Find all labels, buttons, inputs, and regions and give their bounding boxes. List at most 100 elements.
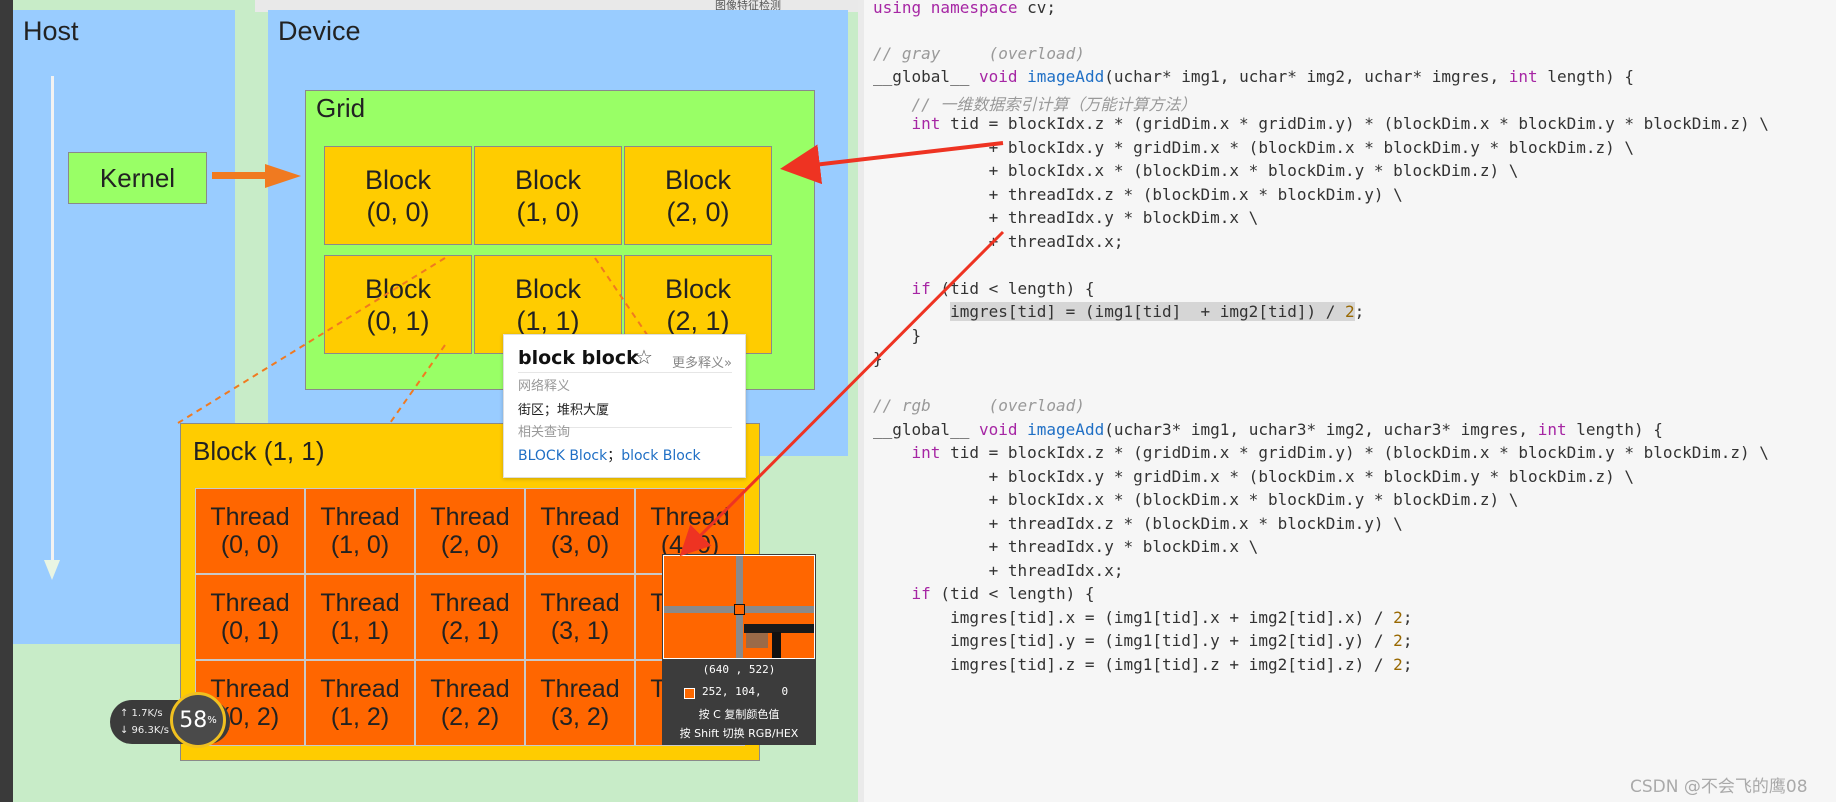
device-label: Device: [278, 16, 361, 46]
thread-0-1: Thread(0, 1): [195, 574, 305, 660]
code-line: // gray (overload): [873, 44, 1085, 63]
code-line: if (tid < length) {: [911, 584, 1095, 603]
thread-label: Thread: [320, 675, 400, 703]
thread-label: Thread: [210, 503, 290, 531]
top-strip-text: 图像特征检测: [715, 0, 781, 12]
star-icon[interactable]: ☆: [635, 345, 653, 369]
code-line: __global__ void imageAdd(uchar* img1, uc…: [873, 67, 1635, 86]
thread-coord: (1, 2): [330, 703, 390, 731]
zoom-line-mid: [389, 344, 446, 424]
dict-definition: 街区；堆积大厦: [518, 403, 610, 418]
usage-percent: 58: [179, 707, 208, 733]
code-line: imgres[tid].y = (img1[tid].y + img2[tid]…: [873, 631, 1413, 650]
code-line: + blockIdx.y * gridDim.x * (blockDim.x *…: [873, 467, 1634, 486]
code-line: __global__ void imageAdd(uchar3* img1, u…: [873, 420, 1663, 439]
block-0-0: Block(0, 0): [324, 146, 472, 245]
web-definition-heading: 网络释义: [518, 379, 571, 394]
thread-coord: (0, 1): [220, 617, 280, 645]
code-line: + blockIdx.x * (blockDim.x * blockDim.y …: [873, 161, 1519, 180]
block-coord: (1, 0): [516, 196, 580, 227]
color-picker-tooltip: (640 , 522) 252, 104, 0 按 C 复制颜色值 按 Shif…: [662, 554, 816, 745]
memory-usage-gauge[interactable]: 58%: [170, 692, 226, 748]
code-line: }: [873, 349, 883, 368]
dict-word: block block: [518, 347, 639, 369]
thread-coord: (0, 2): [220, 703, 280, 731]
dictionary-popup: block block ☆ 更多释义» 网络释义 街区；堆积大厦 相关查询 BL…: [503, 334, 746, 478]
host-label: Host: [23, 16, 79, 46]
block-2-0: Block(2, 0): [624, 146, 772, 245]
thread-label: Thread: [210, 589, 290, 617]
thread-label: Thread: [650, 503, 730, 531]
magnifier-pixel: [772, 632, 781, 658]
download-speed: ↓ 96.3K/s: [120, 725, 169, 736]
block-label: Block: [514, 273, 582, 304]
thread-coord: (2, 1): [440, 617, 500, 645]
thread-label: Thread: [540, 503, 620, 531]
block-label: Block: [364, 273, 432, 304]
thread-3-1: Thread(3, 1): [525, 574, 635, 660]
block-detail-title: Block (1, 1): [193, 436, 325, 466]
code-view: [858, 0, 1836, 802]
code-line: int tid = blockIdx.z * (gridDim.x * grid…: [911, 443, 1769, 462]
thread-2-0: Thread(2, 0): [415, 488, 525, 574]
divider: [518, 372, 732, 373]
code-line: imgres[tid].z = (img1[tid].z + img2[tid]…: [873, 655, 1413, 674]
color-swatch: [684, 688, 695, 699]
magnifier-pixel: [744, 624, 814, 633]
block-1-1-detail: Block (1, 1) Thread(0, 0)Thread(1, 0)Thr…: [180, 423, 760, 761]
thread-2-1: Thread(2, 1): [415, 574, 525, 660]
related-separator: ；: [607, 448, 622, 464]
magnifier: [663, 555, 815, 659]
code-line: + threadIdx.y * blockDim.x \: [873, 208, 1259, 227]
code-line: + blockIdx.x * (blockDim.x * blockDim.y …: [873, 490, 1519, 509]
related-links: BLOCK Block；block Block: [518, 445, 701, 465]
block-0-1: Block(0, 1): [324, 255, 472, 354]
code-line: + blockIdx.y * gridDim.x * (blockDim.x *…: [873, 138, 1634, 157]
code-line: + threadIdx.y * blockDim.x \: [873, 537, 1259, 556]
thread-label: Thread: [540, 675, 620, 703]
related-link-1[interactable]: BLOCK Block: [518, 448, 608, 464]
usage-percent-unit: %: [207, 714, 217, 726]
thread-label: Thread: [320, 503, 400, 531]
kernel-arrow: [212, 172, 267, 179]
thread-2-2: Thread(2, 2): [415, 660, 525, 746]
thread-coord: (2, 2): [440, 703, 500, 731]
thread-0-0: Thread(0, 0): [195, 488, 305, 574]
copy-hint: 按 C 复制颜色值: [698, 708, 780, 721]
code-line: + threadIdx.z * (blockDim.x * blockDim.y…: [873, 514, 1403, 533]
code-line: + threadIdx.x;: [873, 561, 1124, 580]
grid-label: Grid: [316, 93, 366, 123]
upload-speed: ↑ 1.7K/s: [120, 708, 163, 719]
code-line: int tid = blockIdx.z * (gridDim.x * grid…: [911, 114, 1769, 133]
host-timeline-line: [51, 76, 54, 566]
cuda-diagram-image: 图像特征检测 20 Host Device Kernel Grid Block(…: [0, 0, 858, 802]
dark-edge: [0, 0, 13, 802]
block-coord: (0, 0): [366, 196, 430, 227]
thread-label: Thread: [430, 589, 510, 617]
magnifier-pixel: [746, 632, 768, 648]
more-definitions-link[interactable]: 更多释义»: [672, 356, 732, 371]
code-line: }: [873, 326, 922, 345]
block-coord: (1, 1): [516, 305, 580, 336]
thread-label: Thread: [430, 503, 510, 531]
thread-3-2: Thread(3, 2): [525, 660, 635, 746]
code-line: // rgb (overload): [873, 396, 1085, 415]
thread-coord: (3, 2): [550, 703, 610, 731]
csdn-watermark: CSDN @不会飞的鹰08: [1630, 777, 1808, 797]
top-strip: 图像特征检测 20: [255, 0, 858, 12]
divider: [518, 427, 732, 428]
block-coord: (2, 0): [666, 196, 730, 227]
host-timeline-arrowhead: [44, 560, 60, 580]
thread-coord: (3, 1): [550, 617, 610, 645]
related-link-2[interactable]: block Block: [621, 448, 701, 464]
block-coord: (0, 1): [366, 305, 430, 336]
thread-label: Thread: [540, 589, 620, 617]
code-gutter: [858, 0, 864, 802]
thread-coord: (1, 1): [330, 617, 390, 645]
code-line: + threadIdx.z * (blockDim.x * blockDim.y…: [873, 185, 1403, 204]
code-line: + threadIdx.x;: [873, 232, 1124, 251]
block-label: Block: [514, 164, 582, 195]
block-1-0: Block(1, 0): [474, 146, 622, 245]
thread-label: Thread: [430, 675, 510, 703]
block-label: Block: [364, 164, 432, 195]
